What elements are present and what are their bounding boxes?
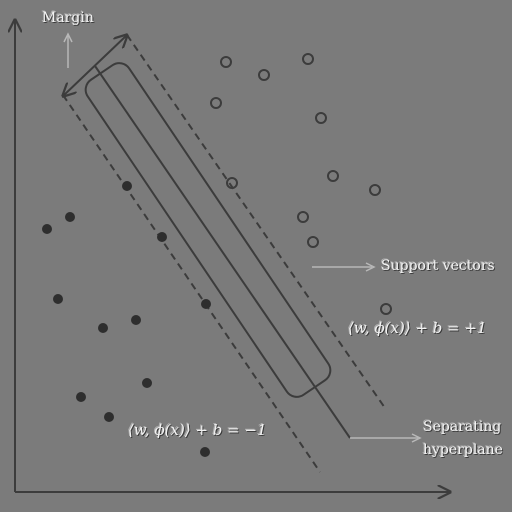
open-point xyxy=(369,184,381,196)
open-point xyxy=(315,112,327,124)
open-point xyxy=(380,303,392,315)
filled-point xyxy=(42,224,52,234)
minus-margin-line xyxy=(62,94,321,473)
open-point xyxy=(302,53,314,65)
filled-point xyxy=(53,294,63,304)
open-class-points xyxy=(210,53,392,315)
support-vector-region xyxy=(84,62,332,398)
filled-point xyxy=(131,315,141,325)
hyperplane-pointer-head xyxy=(411,433,422,443)
separating-hyperplane-label-line1: Separating xyxy=(423,419,502,435)
open-point xyxy=(327,170,339,182)
open-point xyxy=(210,97,222,109)
minus-plane-equation: ⟨w, ϕ(x)⟩ + b = −1 xyxy=(128,421,267,439)
open-point xyxy=(226,177,238,189)
plus-plane-equation: ⟨w, ϕ(x)⟩ + b = +1 xyxy=(348,319,487,337)
open-point xyxy=(297,211,309,223)
support-vectors-pointer-head xyxy=(365,262,376,272)
margin-arrow xyxy=(63,35,127,96)
separating-hyperplane-label-line2: hyperplane xyxy=(423,442,503,458)
open-point xyxy=(307,236,319,248)
filled-point xyxy=(200,447,210,457)
open-point xyxy=(220,56,232,68)
margin-label: Margin xyxy=(42,10,94,26)
separating-hyperplane-line xyxy=(94,65,351,439)
filled-point xyxy=(157,232,167,242)
margin-label-pointer-head xyxy=(63,32,73,43)
filled-point xyxy=(142,378,152,388)
plus-margin-line xyxy=(126,34,386,409)
filled-class-points xyxy=(42,181,211,457)
support-vectors-label: Support vectors xyxy=(381,258,495,274)
filled-point xyxy=(201,299,211,309)
open-point xyxy=(258,69,270,81)
filled-point xyxy=(65,212,75,222)
filled-point xyxy=(76,392,86,402)
filled-point xyxy=(98,323,108,333)
filled-point xyxy=(122,181,132,191)
axes xyxy=(15,20,450,492)
filled-point xyxy=(104,412,114,422)
